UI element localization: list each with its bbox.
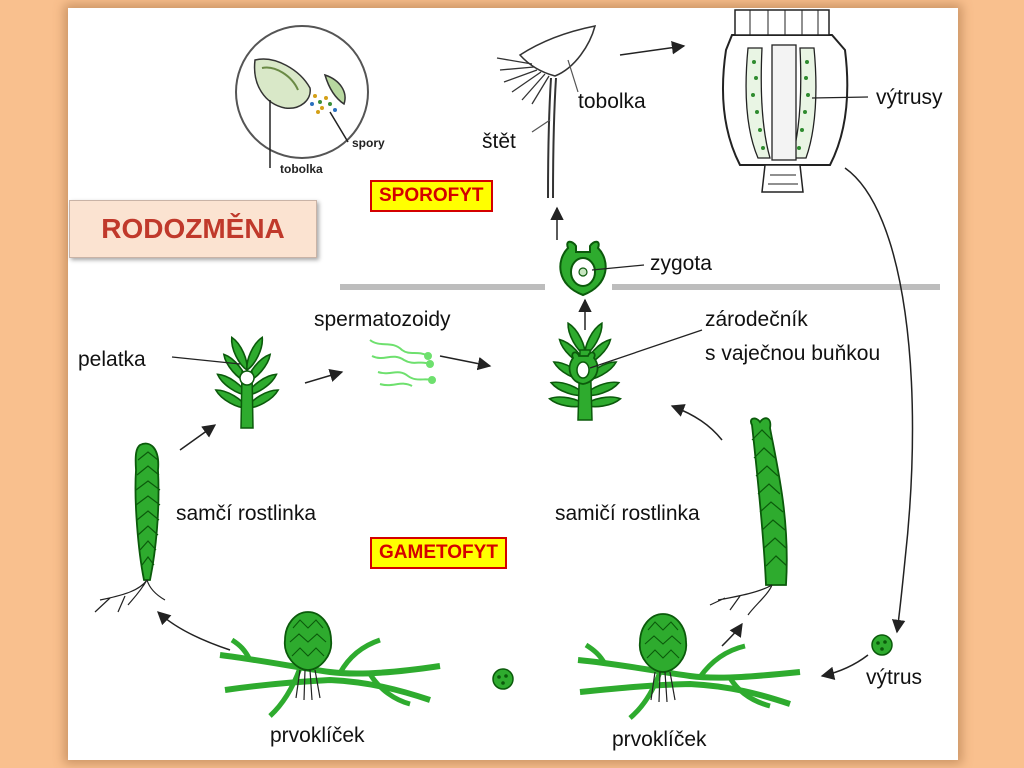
female-plant-top (548, 320, 703, 421)
male-plant (94, 442, 166, 613)
inset-label-spory: spory (352, 136, 385, 150)
spore-right (871, 634, 893, 656)
label-vytrusy: výtrusy (876, 86, 943, 109)
label-samici-rostlinka: samičí rostlinka (555, 502, 700, 525)
female-plant (709, 417, 788, 616)
zygote-figure (559, 240, 645, 297)
title-box: RODOZMĚNA (69, 200, 317, 258)
male-plant-top (171, 334, 282, 429)
label-stet: štět (482, 130, 516, 153)
capsule-cross-section (722, 9, 869, 193)
label-vytrus: výtrus (866, 666, 923, 689)
inset-label-tobolka: tobolka (280, 162, 323, 176)
label-samci-rostlinka: samčí rostlinka (176, 502, 317, 525)
label-spermatozoidy: spermatozoidy (314, 308, 451, 331)
label-prvoklicek-left: prvoklíček (270, 724, 365, 747)
cycle-arrows (157, 41, 914, 680)
label-zygota: zygota (650, 252, 712, 275)
gametophyte-phase-label: GAMETOFYT (370, 537, 507, 569)
spermatozoids (369, 339, 436, 387)
protonema-left (219, 611, 441, 718)
label-prvoklicek-right: prvoklíček (612, 728, 707, 751)
label-pelatka: pelatka (78, 348, 146, 371)
page-title: RODOZMĚNA (101, 213, 285, 244)
protonema-right (577, 613, 801, 720)
sporophyte-capsule (496, 25, 597, 199)
capsule-inset (228, 16, 402, 186)
label-tobolka: tobolka (578, 90, 646, 113)
sporophyte-phase-label: SPOROFYT (370, 180, 493, 212)
spore-middle (492, 668, 514, 690)
label-zarodecnik-detail: s vaječnou buňkou (705, 342, 881, 365)
label-zarodecnik: zárodečník (705, 308, 808, 331)
